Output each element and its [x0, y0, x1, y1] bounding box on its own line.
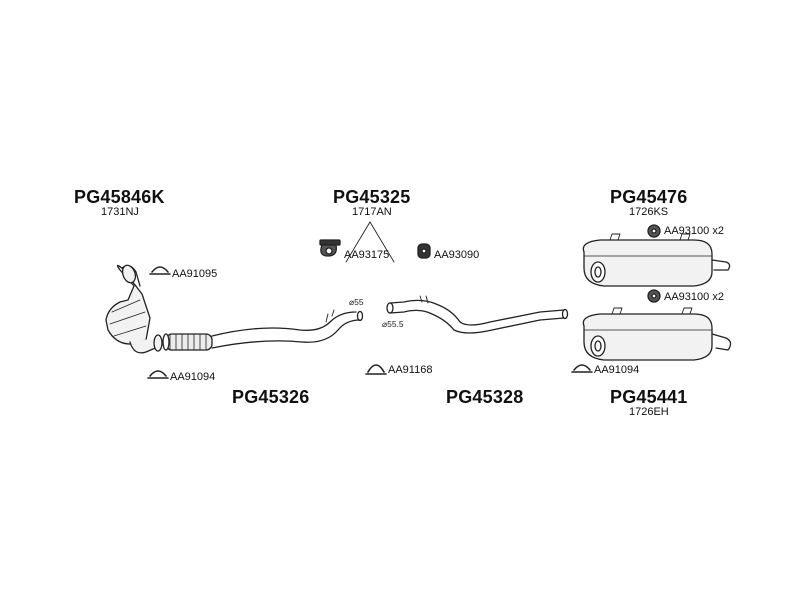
mid-silencer-ref: 1717AN — [352, 206, 392, 218]
clamp-aa91168-label: AA91168 — [388, 364, 433, 376]
rear-silencer-b — [582, 307, 732, 361]
catalyst-ref: 1731NJ — [101, 206, 139, 218]
mid-silencer-part-code: PG45325 — [333, 187, 411, 207]
rubber-mount-b-label: AA93100 x2 — [664, 291, 724, 303]
clamp-aa91095-icon — [149, 266, 171, 275]
clamp-aa91168-icon — [365, 364, 387, 375]
rear-pipe-part-code: PG45328 — [446, 387, 524, 407]
diameter-55-label: ⌀55 — [349, 297, 364, 307]
clamp-aa91095-label: AA91095 — [172, 268, 218, 280]
clamp-aa91094-rear-label: AA91094 — [594, 364, 640, 376]
catalytic-converter — [105, 264, 163, 354]
rear-silencer-b-part-code: PG45441 — [610, 387, 688, 407]
front-pipe-part-code: PG45326 — [232, 387, 310, 407]
middle-pipe — [386, 295, 569, 334]
rear-silencer-a — [582, 233, 731, 287]
mount-aa93090 — [417, 243, 431, 259]
diameter-55-5-label: ⌀55.5 — [382, 319, 404, 329]
rubber-mount-a-icon — [647, 224, 661, 238]
clamp-aa91094-label: AA91094 — [170, 371, 216, 383]
rear-silencer-b-ref: 1726EH — [629, 406, 669, 418]
rear-silencer-a-ref: 1726KS — [629, 206, 669, 218]
mount-aa93175 — [319, 239, 341, 257]
clamp-aa91094-rear-icon — [571, 364, 593, 373]
mount-aa93175-label: AA93175 — [344, 249, 390, 261]
rear-silencer-a-part-code: PG45476 — [610, 187, 688, 207]
front-pipe — [162, 309, 364, 351]
mount-aa93090-label: AA93090 — [434, 249, 480, 261]
clamp-aa91094-icon — [147, 370, 169, 379]
rubber-mount-b-icon — [647, 289, 661, 303]
rubber-mount-a-label: AA93100 x2 — [664, 225, 724, 237]
mid-silencer-leader-lines — [345, 221, 395, 263]
catalyst-part-code: PG45846K — [74, 187, 165, 207]
